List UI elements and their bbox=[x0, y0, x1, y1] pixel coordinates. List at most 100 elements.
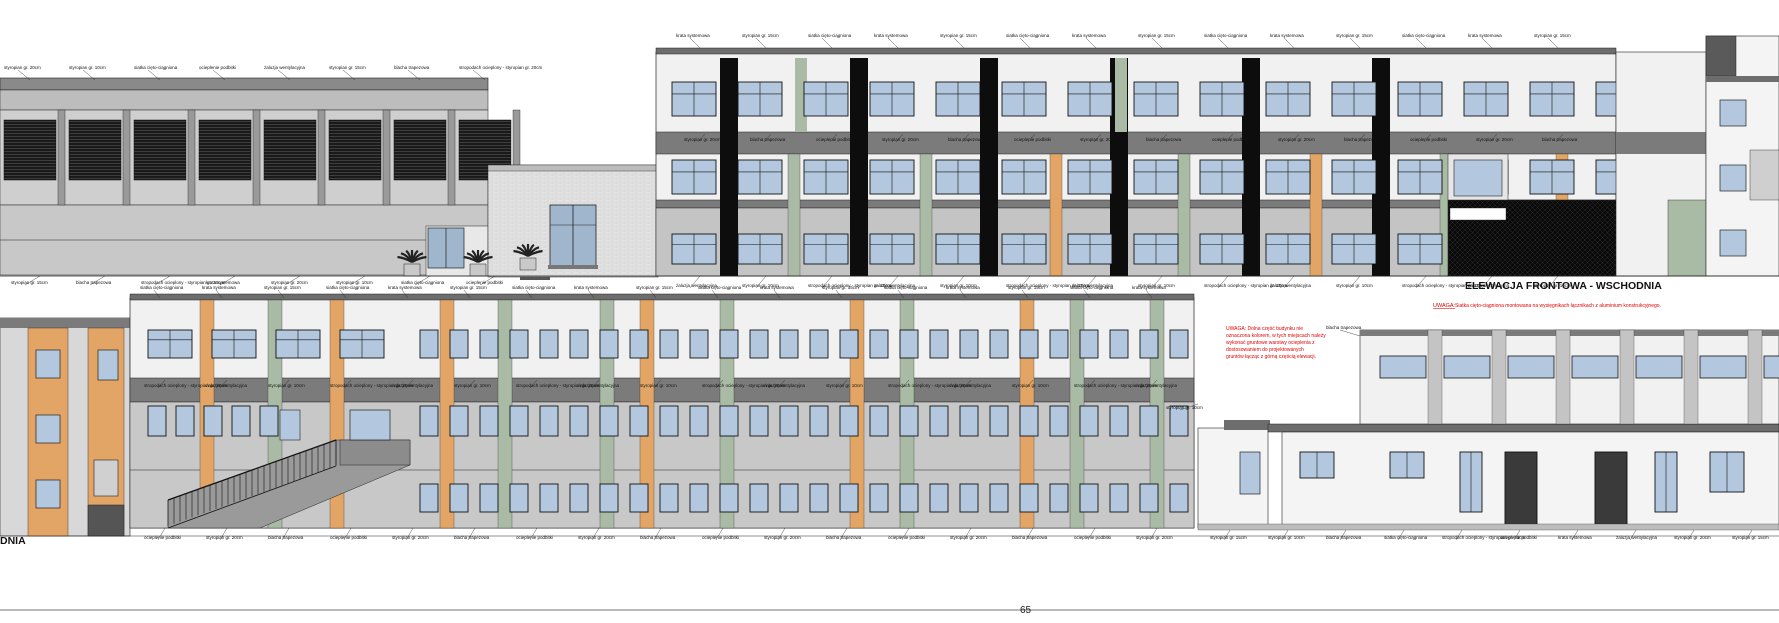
window bbox=[689, 483, 709, 513]
callout-label: stropodach ocieplony - styropian gr. 20c… bbox=[1204, 283, 1288, 288]
callout-label: siatka cięto-ciągniona bbox=[1402, 33, 1446, 38]
window bbox=[779, 483, 799, 513]
callout-label: styropian gr. 15cm bbox=[1732, 535, 1769, 540]
right-wing bbox=[1197, 329, 1779, 531]
callout-label: żaluzja wentylacyjna bbox=[206, 383, 248, 388]
note-lower: UWAGA: Dolna część budynku nie oznaczona… bbox=[1226, 326, 1326, 360]
annotation-leaders: styropian gr. 20cm styropian gr. 15cm styr… bbox=[4, 33, 1769, 541]
window bbox=[689, 329, 709, 359]
window bbox=[1571, 355, 1619, 379]
callout-label: styropian gr. 15cm bbox=[11, 280, 48, 285]
callout-label: styropian gr. 10cm bbox=[640, 383, 677, 388]
window bbox=[809, 329, 829, 359]
window bbox=[689, 405, 709, 437]
callout-label: blacha trapezowa bbox=[1012, 535, 1048, 540]
note-heading: UWAGA: bbox=[1433, 303, 1456, 309]
window bbox=[1169, 329, 1189, 359]
window bbox=[899, 329, 919, 359]
callout-label: siatka cięto-ciągniona bbox=[1070, 285, 1114, 290]
callout-label: styropian gr. 20cm bbox=[1476, 137, 1513, 142]
left-wing-lower bbox=[0, 317, 131, 537]
window bbox=[599, 405, 619, 437]
window bbox=[659, 405, 679, 437]
callout-label: krata systemowa bbox=[676, 33, 710, 38]
window bbox=[419, 329, 439, 359]
window bbox=[599, 483, 619, 513]
note-line: UWAGA: Dolna część budynku nie bbox=[1226, 326, 1303, 332]
window bbox=[989, 405, 1009, 437]
callout-label: siatka cięto-ciągniona bbox=[512, 285, 556, 290]
window bbox=[449, 405, 469, 437]
window bbox=[1109, 483, 1129, 513]
window bbox=[809, 483, 829, 513]
callout-label: stropodach ocieplony - styropian gr. 20c… bbox=[808, 283, 892, 288]
callout-label: styropian gr. 15cm bbox=[329, 65, 366, 70]
callout-label: styropian gr. 20cm bbox=[1080, 137, 1117, 142]
window bbox=[449, 329, 469, 359]
callout-label: blacha trapezowa bbox=[454, 535, 490, 540]
elevation-title: ELEWACJA FRONTOWA - WSCHODNIA bbox=[1465, 280, 1662, 292]
pilaster bbox=[447, 109, 456, 206]
callout-label: krata systemowa bbox=[1072, 33, 1106, 38]
callout-label: ocieplenie podbitki bbox=[1212, 137, 1249, 142]
callout-label: krata systemowa bbox=[1132, 285, 1166, 290]
window bbox=[419, 405, 439, 437]
callout-label: siatka cięto-ciągniona bbox=[134, 65, 178, 70]
window bbox=[509, 329, 529, 359]
callout-label: styropian gr. 10cm bbox=[336, 280, 373, 285]
window bbox=[1019, 329, 1039, 359]
callout-label: żaluzja wentylacyjna bbox=[578, 383, 620, 388]
callout-label: żaluzja wentylacyjna bbox=[1072, 283, 1114, 288]
cladding-strip bbox=[720, 58, 738, 276]
callout-label: styropian gr. 10cm bbox=[69, 65, 106, 70]
window bbox=[629, 405, 649, 437]
pilaster bbox=[187, 109, 196, 206]
plant-leaf bbox=[477, 255, 493, 263]
callout-label: ocieplenie podbitki bbox=[144, 535, 181, 540]
callout-label: stropodach ocieplony - styropian gr. 20c… bbox=[516, 383, 600, 388]
window bbox=[509, 405, 529, 437]
callout-label: żaluzja wentylacyjna bbox=[1136, 383, 1178, 388]
callout-label: żaluzja wentylacyjna bbox=[764, 383, 806, 388]
pier bbox=[1491, 329, 1507, 425]
window bbox=[479, 483, 499, 513]
callout-label: krata systemowa bbox=[946, 285, 980, 290]
callout-label: styropian gr. 15cm bbox=[1008, 285, 1045, 290]
window bbox=[147, 405, 167, 437]
callout-label: styropian gr. 20cm bbox=[1674, 535, 1711, 540]
callout-label: styropian gr. 15cm bbox=[822, 285, 859, 290]
window bbox=[629, 483, 649, 513]
callout-label: blacha trapezowa bbox=[948, 137, 984, 142]
callout-label: stropodach ocieplony - styropian gr. 20c… bbox=[330, 383, 414, 388]
louvre-group bbox=[3, 119, 512, 181]
callout-label: styropian gr. 10cm bbox=[1534, 283, 1571, 288]
pier bbox=[1747, 329, 1763, 425]
callout-label: styropian gr. 15cm bbox=[1534, 33, 1571, 38]
callout-label: siatka cięto-ciągniona bbox=[1204, 33, 1248, 38]
window bbox=[839, 405, 859, 437]
callout-label: stropodach ocieplony - styropian gr. 20c… bbox=[1074, 383, 1158, 388]
planter bbox=[469, 263, 487, 277]
callout-label: ocieplenie podbitki bbox=[702, 535, 739, 540]
pier bbox=[1555, 329, 1571, 425]
callout-label: krata systemowa bbox=[206, 280, 240, 285]
callout-label: styropian gr. 20cm bbox=[1136, 535, 1173, 540]
window bbox=[599, 329, 619, 359]
callout-label: styropian gr. 15cm bbox=[636, 285, 673, 290]
callout-label: krata systemowa bbox=[574, 285, 608, 290]
window bbox=[929, 483, 949, 513]
page-number: 65 bbox=[1020, 605, 1032, 616]
window bbox=[959, 405, 979, 437]
callout-label: stropodach ocieplony - styropian gr. 20c… bbox=[144, 383, 228, 388]
window bbox=[231, 405, 251, 437]
cladding-strip bbox=[1372, 58, 1390, 276]
callout-label: ocieplenie podbitki bbox=[1014, 137, 1051, 142]
callout-label: siatka cięto-ciągniona bbox=[1384, 535, 1428, 540]
callout-label: styropian gr. 10cm bbox=[940, 283, 977, 288]
callout-label: stropodach ocieplony - styropian gr. 20c… bbox=[1442, 535, 1526, 540]
window bbox=[1699, 355, 1747, 379]
callout-label: styropian gr. 20cm bbox=[271, 280, 308, 285]
callout-label: blacha trapezowa bbox=[750, 137, 786, 142]
main-block-lower bbox=[129, 293, 1195, 529]
